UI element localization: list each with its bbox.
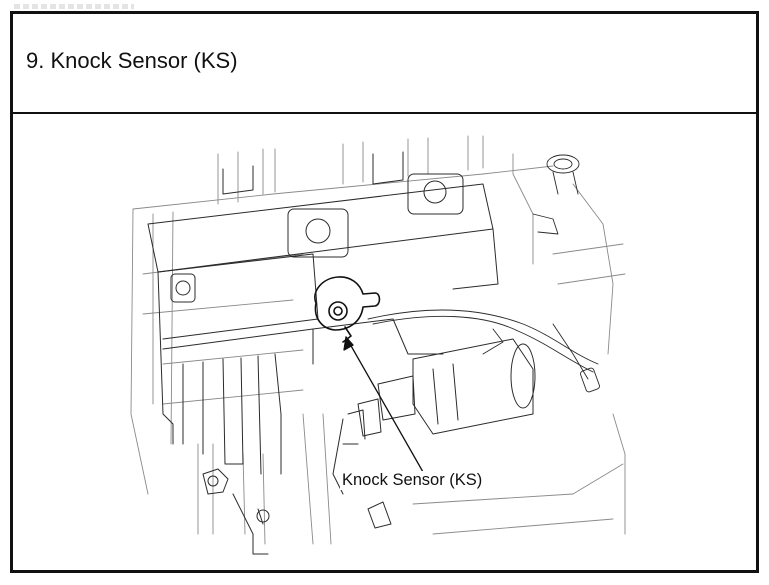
page-title: 9. Knock Sensor (KS) — [26, 48, 238, 73]
scan-artifact — [14, 4, 134, 9]
engine-block-drawing — [130, 135, 626, 555]
engine-illustration: Knock Sensor (KS) — [13, 114, 756, 570]
document-frame: 9. Knock Sensor (KS) — [10, 11, 759, 573]
knock-sensor-callout: Knock Sensor (KS) — [340, 471, 485, 490]
leader-arrow-icon — [343, 336, 432, 487]
engine-outline-main — [147, 151, 499, 555]
knock-sensor-icon — [314, 276, 381, 343]
wiring-harness — [367, 154, 600, 393]
starter-motor — [332, 338, 536, 495]
engine-outline-light — [130, 135, 626, 545]
title-row: 9. Knock Sensor (KS) — [13, 14, 756, 114]
